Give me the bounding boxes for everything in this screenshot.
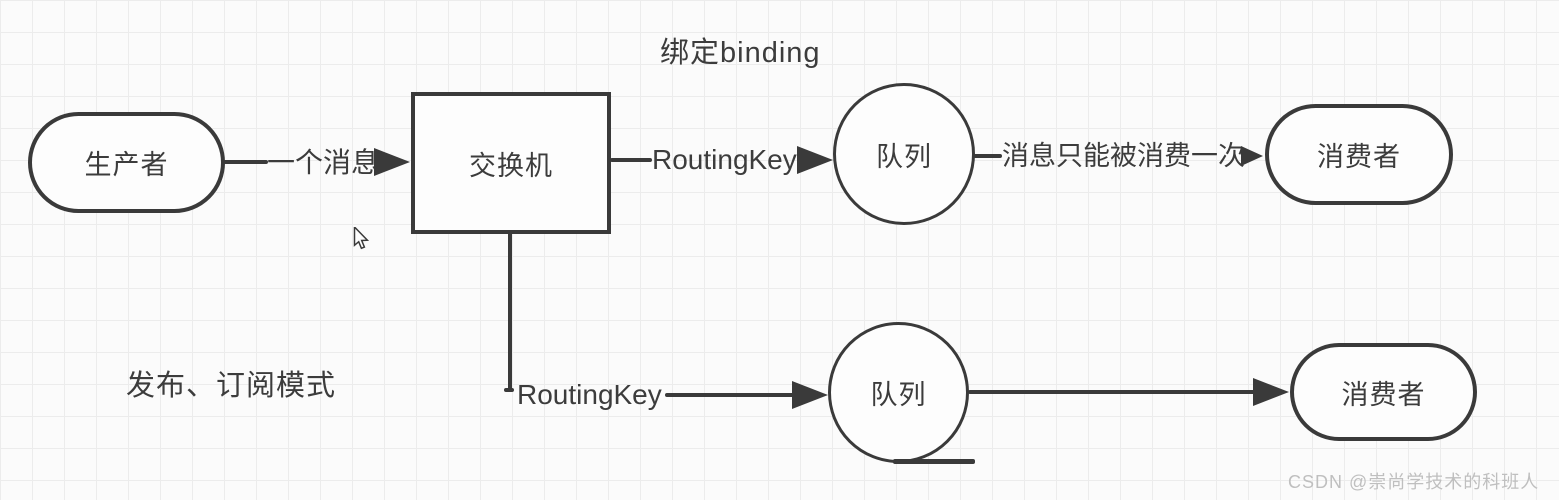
node-queue-bottom-label: 队列 [870,380,927,410]
mouse-cursor-icon [353,227,370,250]
queue-bottom-underline [893,459,975,464]
edge-exchange-queue-bottom-line [665,393,795,397]
edge-exchange-queue-top-label: RoutingKey [652,144,797,175]
node-producer[interactable]: 生产者 [28,112,225,213]
node-producer-label: 生产者 [84,150,169,180]
node-queue-bottom[interactable]: 队列 [828,322,969,463]
arrowhead-into-queue-bottom-icon [792,381,828,409]
node-consumer-bottom-label: 消费者 [1341,379,1426,410]
edge-producer-exchange-label: 一个消息 [267,147,380,178]
node-exchange[interactable]: 交换机 [411,92,611,234]
edge-exchange-down-line [508,232,512,392]
edge-exchange-down-foot [504,388,514,392]
edge-producer-exchange-line [223,160,268,164]
arrowhead-into-consumer-top-icon [1241,146,1263,166]
csdn-watermark: CSDN @崇尚学技术的科班人 [1288,472,1540,492]
node-consumer-top-label: 消费者 [1317,142,1401,172]
node-queue-top-label: 队列 [876,141,932,172]
edge-queue-top-consumer-label: 消息只能被消费一次 [1002,141,1245,171]
node-consumer-top[interactable]: 消费者 [1265,104,1453,205]
node-exchange-label: 交换机 [469,150,553,181]
edge-exchange-queue-top-line [610,158,652,162]
edge-queue-bottom-consumer-line [968,390,1255,394]
node-consumer-bottom[interactable]: 消费者 [1290,343,1477,441]
arrowhead-into-queue-top-icon [797,146,833,174]
arrowhead-into-exchange-icon [374,148,410,176]
arrowhead-into-consumer-bottom-icon [1253,378,1289,406]
caption-binding: 绑定binding [660,37,821,69]
caption-publish-subscribe-mode: 发布、订阅模式 [126,370,337,402]
edge-exchange-queue-bottom-label: RoutingKey [517,379,662,410]
edge-queue-top-consumer-line [973,154,1002,158]
node-queue-top[interactable]: 队列 [833,83,975,225]
